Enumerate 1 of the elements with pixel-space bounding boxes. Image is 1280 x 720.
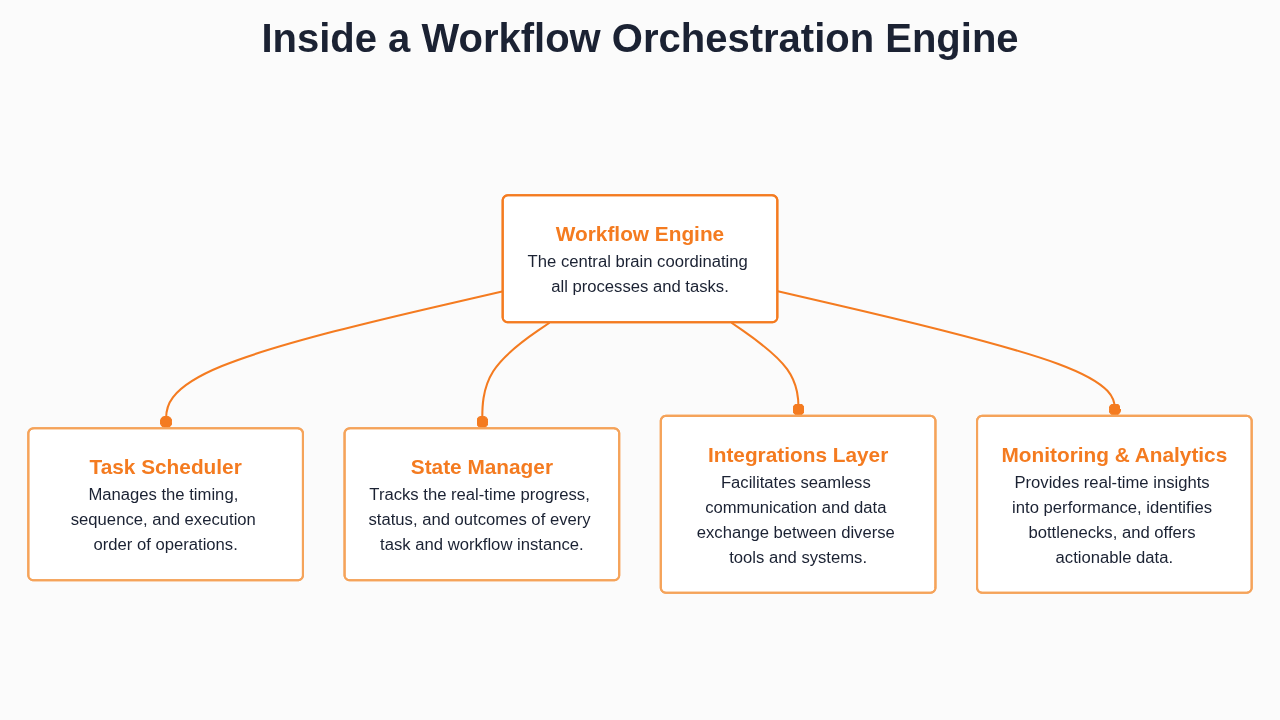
title: Inside a Workflow Orchestration Engine [261,16,1019,61]
